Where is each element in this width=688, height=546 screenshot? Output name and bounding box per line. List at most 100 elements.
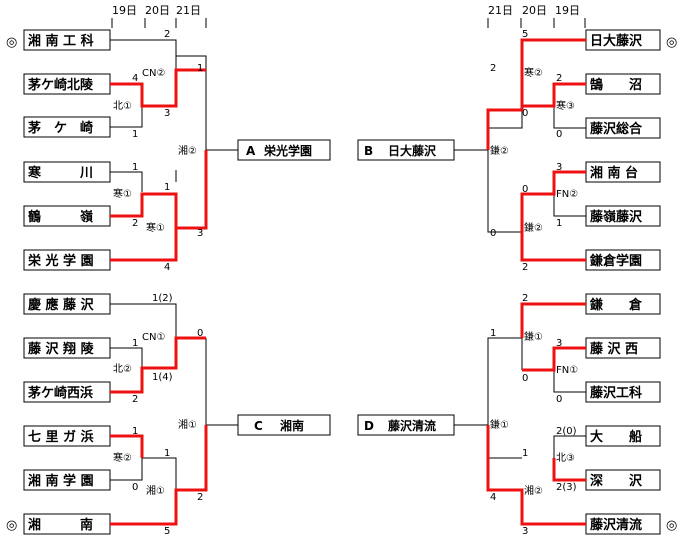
- team-name: 茅ケ崎西浜: [28, 385, 93, 401]
- team-box: 深 沢: [585, 469, 661, 491]
- team-name: 日大藤沢: [590, 33, 643, 49]
- result-box-a: A 栄光学園: [237, 139, 331, 161]
- team-box: 鎌 倉: [585, 293, 661, 315]
- team-name: 鶴 嶺: [28, 209, 93, 225]
- score: 2: [522, 293, 528, 304]
- score: 1: [556, 218, 562, 229]
- score: 3: [522, 526, 528, 537]
- match-label: 鎌②: [490, 144, 509, 157]
- match-label: 北②: [113, 363, 132, 375]
- score: 2: [132, 394, 138, 405]
- score: 1(2): [152, 293, 173, 304]
- team-box: 湘 南 台: [585, 161, 661, 183]
- team-box: 寒 川: [23, 161, 111, 183]
- score: 4: [490, 492, 496, 503]
- score: 0: [490, 228, 496, 239]
- score: 2: [556, 73, 562, 84]
- team-name: 藤嶺藤沢: [590, 209, 643, 225]
- result-winner: 栄光学園: [263, 143, 312, 158]
- team-box: 藤 沢 翔 陵: [23, 337, 111, 359]
- score: 2(3): [556, 482, 577, 493]
- team-name: 湘 南: [28, 517, 93, 533]
- team-name: 藤沢総合: [590, 121, 643, 137]
- seed-mark: ◎: [666, 518, 677, 533]
- team-box: 大 船: [585, 425, 661, 447]
- seed-mark: ◎: [666, 35, 677, 50]
- team-box: 茅 ケ 崎: [23, 116, 111, 138]
- team-box: 日大藤沢: [585, 29, 661, 51]
- team-name: 茅ケ崎北陵: [28, 77, 94, 93]
- score: 0: [522, 184, 528, 195]
- team-name: 寒 川: [27, 165, 93, 181]
- score: 4: [164, 262, 170, 273]
- date-label: 21日: [176, 4, 201, 17]
- match-label: 鎌②: [524, 221, 543, 234]
- team-name: 栄 光 学 園: [27, 253, 94, 269]
- score: 1: [197, 63, 203, 74]
- team-box: 栄 光 学 園: [23, 249, 111, 271]
- team-name: 藤沢工科: [590, 385, 642, 401]
- result-boxes: A 栄光学園 B 日大藤沢 C 湘南 D 藤沢清流: [237, 139, 455, 436]
- score: 1: [132, 162, 138, 173]
- match-label: FN②: [556, 189, 578, 200]
- team-name: 湘 南 台: [590, 165, 638, 181]
- winner-lines: [110, 38, 586, 526]
- date-label: 20日: [522, 4, 547, 17]
- match-label: 北①: [113, 100, 132, 112]
- match-label: 湘①: [178, 418, 197, 431]
- team-box: 湘 南: [23, 513, 111, 535]
- score: 2: [132, 218, 138, 229]
- team-name: 大 船: [590, 429, 642, 445]
- team-name: 鎌 倉: [589, 297, 643, 313]
- score: 2: [490, 63, 496, 74]
- result-winner: 藤沢清流: [387, 418, 436, 433]
- result-block: A: [246, 144, 256, 158]
- team-box: 湘 南 学 園: [23, 469, 111, 491]
- result-box-d: D 藤沢清流: [357, 414, 455, 436]
- match-label: 寒①: [113, 187, 132, 200]
- score: 1: [164, 448, 170, 459]
- score: 1: [522, 448, 528, 459]
- date-label: 19日: [555, 4, 580, 17]
- result-block: D: [364, 419, 374, 433]
- match-label: 北③: [556, 452, 575, 464]
- score: 2: [164, 29, 170, 40]
- team-box: 湘 南 工 科: [23, 29, 111, 51]
- score: 2(0): [556, 426, 577, 437]
- score: 1(4): [152, 372, 173, 383]
- result-box-b: B 日大藤沢: [357, 139, 455, 161]
- match-label: FN①: [556, 365, 578, 376]
- team-box: 鶴 嶺: [23, 205, 111, 227]
- score: 3: [197, 228, 203, 239]
- team-name: 藤沢清流: [590, 517, 642, 533]
- result-winner: 日大藤沢: [388, 143, 437, 158]
- date-header-left: 19日 20日 21日: [111, 4, 207, 28]
- date-label: 21日: [488, 4, 513, 17]
- match-label: 寒②: [113, 451, 132, 464]
- score: 0: [132, 482, 138, 493]
- team-name: 湘 南 工 科: [28, 33, 94, 49]
- team-box: 慶 應 藤 沢: [23, 293, 111, 315]
- team-list-left: 湘 南 工 科 茅ケ崎北陵 茅 ケ 崎 寒 川 鶴 嶺 栄 光 学 園 慶 應 …: [23, 29, 111, 535]
- result-block: C: [254, 419, 263, 433]
- score: 4: [132, 73, 138, 84]
- team-box: 藤沢工科: [585, 381, 661, 403]
- bracket-lines: [110, 39, 586, 490]
- result-block: B: [364, 144, 373, 158]
- date-header-right: 21日 20日 19日: [487, 4, 586, 28]
- match-label: 寒②: [524, 66, 543, 79]
- seed-mark: ◎: [6, 518, 17, 533]
- team-name: 藤 沢 西: [590, 341, 638, 357]
- score: 1: [132, 338, 138, 349]
- team-box: 鵠 沼: [585, 73, 661, 95]
- date-label: 20日: [145, 4, 170, 17]
- score: 0: [556, 394, 562, 405]
- team-name: 藤 沢 翔 陵: [28, 341, 95, 357]
- team-box: 七 里 ガ 浜: [23, 425, 111, 447]
- match-label: 湘②: [524, 484, 543, 497]
- team-box: 鎌倉学園: [585, 249, 661, 271]
- team-name: 鵠 沼: [590, 77, 642, 93]
- team-box: 茅ケ崎北陵: [23, 73, 111, 95]
- team-box: 藤沢清流: [585, 513, 661, 535]
